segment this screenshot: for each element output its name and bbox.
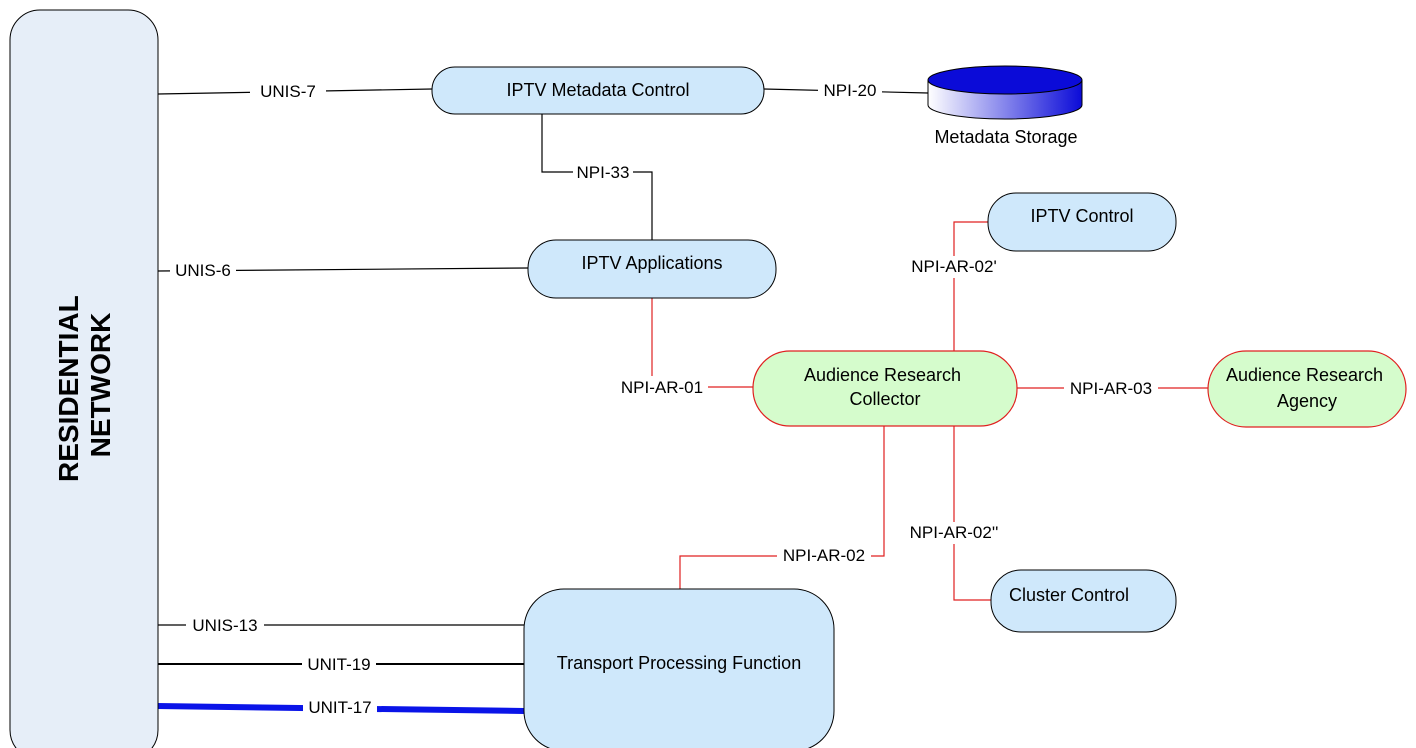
iptv-control-label: IPTV Control xyxy=(1030,206,1133,226)
unit19-label: UNIT-19 xyxy=(307,655,370,674)
svg-text:Audience Research Agency: Audience Research Agency xyxy=(1226,365,1388,411)
metadata-storage-node[interactable]: Metadata Storage xyxy=(927,65,1083,147)
residential-network[interactable]: RESIDENTIAL NETWORK xyxy=(9,9,159,748)
transport-processing-node[interactable]: Transport Processing Function xyxy=(523,588,835,748)
npi-ar-02p-label: NPI-AR-02' xyxy=(911,257,996,276)
npi33-label: NPI-33 xyxy=(577,163,630,182)
unis6-label: UNIS-6 xyxy=(175,261,231,280)
arc-label-line1: Audience Research xyxy=(804,365,961,385)
storage-cylinder-top xyxy=(927,65,1083,95)
iptv-control-node[interactable]: IPTV Control xyxy=(987,192,1177,252)
ara-label-line2: Agency xyxy=(1277,391,1337,411)
ara-label-line1: Audience Research xyxy=(1226,365,1383,385)
metadata-storage-label: Metadata Storage xyxy=(934,127,1077,147)
unis7-label: UNIS-7 xyxy=(260,82,316,101)
npi-ar-02pp-label: NPI-AR-02'' xyxy=(910,523,999,542)
audience-research-agency-node[interactable]: Audience Research Agency xyxy=(1207,350,1407,428)
iptv-applications-node[interactable]: IPTV Applications xyxy=(527,239,777,299)
residential-label: RESIDENTIAL xyxy=(53,295,84,482)
arc-label-line2: Collector xyxy=(849,389,920,409)
interface-labels: UNIS-7 NPI-20 NPI-33 UNIS-6 NPI-AR-02' N… xyxy=(170,79,1158,719)
npi-ar-02p-connector xyxy=(953,221,988,351)
svg-text:Audience Research Collec: Audience Research Collector xyxy=(804,365,966,409)
iptv-metadata-control-node[interactable]: IPTV Metadata Control xyxy=(431,66,765,115)
npi20-label: NPI-20 xyxy=(824,81,877,100)
iptv-metadata-control-label: IPTV Metadata Control xyxy=(506,80,689,100)
audience-research-collector-node[interactable]: Audience Research Collector xyxy=(752,350,1018,427)
npi-ar-02-label: NPI-AR-02 xyxy=(783,546,865,565)
cluster-control-label: Cluster Control xyxy=(1009,585,1129,605)
npi-ar-02pp-connector xyxy=(953,426,991,601)
network-label: NETWORK xyxy=(85,313,116,458)
unis13-label: UNIS-13 xyxy=(192,616,257,635)
transport-processing-label: Transport Processing Function xyxy=(557,653,801,673)
iptv-applications-label: IPTV Applications xyxy=(581,253,722,273)
npi-ar-03-label: NPI-AR-03 xyxy=(1070,379,1152,398)
cluster-control-node[interactable]: Cluster Control xyxy=(990,569,1177,633)
svg-text:RESIDENTIAL NETWORK: RESIDENTIAL NETWORK xyxy=(53,288,116,482)
unit17-label: UNIT-17 xyxy=(308,698,371,717)
npi-ar-01-label: NPI-AR-01 xyxy=(621,378,703,397)
